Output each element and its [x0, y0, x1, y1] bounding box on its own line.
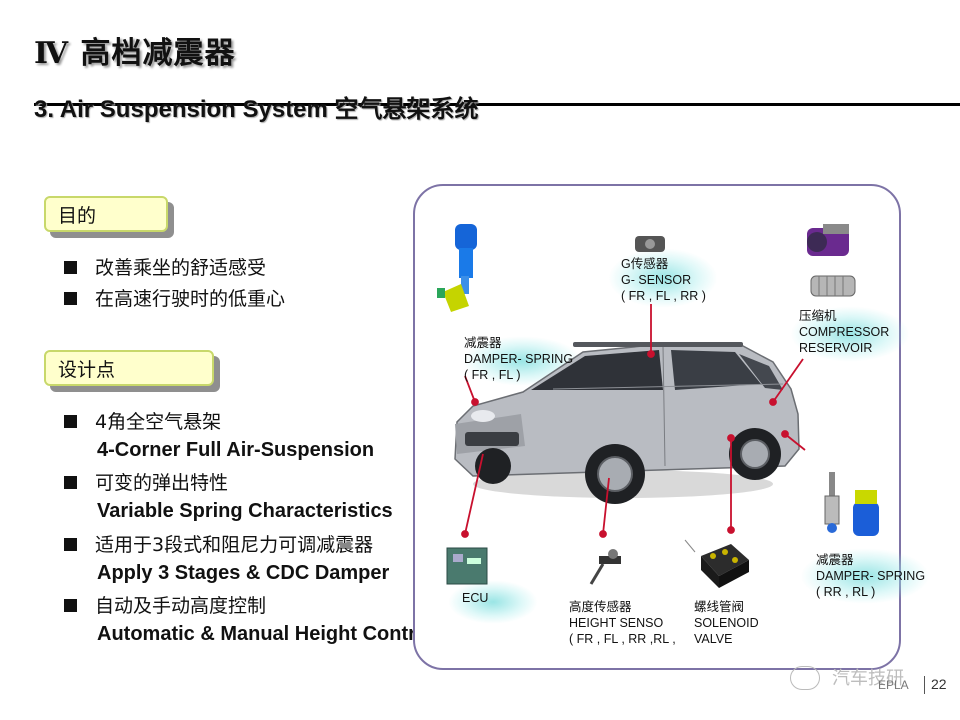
design-item-en: 4-Corner Full Air-Suspension	[97, 439, 375, 461]
design-tag: 设计点	[44, 350, 214, 386]
ecu-label: ECU	[462, 591, 489, 605]
bullet-square-icon	[64, 292, 77, 305]
purpose-item: 改善乘坐的舒适感受	[64, 255, 266, 281]
wechat-watermark-icon	[790, 666, 820, 690]
design-item: 4角全空气悬架	[64, 409, 221, 435]
label-glow	[448, 580, 538, 624]
compressor-reservoir-image	[807, 224, 856, 297]
compressor-label: 压缩机 COMPRESSOR RESERVOIR	[799, 309, 890, 355]
callout-lines	[461, 304, 806, 538]
front-damper-spring-image	[437, 224, 477, 312]
page-number: 22	[931, 676, 947, 692]
bullet-square-icon	[64, 261, 77, 274]
bullet-square-icon	[64, 415, 77, 428]
ecu-image	[446, 547, 488, 585]
section-subtitle: 3. Air Suspension System 空气悬架系统	[34, 96, 479, 123]
title-divider	[34, 103, 960, 106]
design-item: 可变的弹出特性	[64, 470, 228, 496]
label-glow	[790, 306, 910, 362]
design-item: 适用于3段式和阻尼力可调减震器	[64, 532, 373, 558]
purpose-item: 在高速行驶时的低重心	[64, 286, 285, 312]
air-suspension-illustration	[437, 224, 879, 588]
lead-line	[684, 539, 696, 553]
bullet-square-icon	[64, 476, 77, 489]
rear-damper-label: 减震器 DAMPER- SPRING ( RR , RL )	[816, 553, 926, 599]
watermark-text: 汽车技研	[832, 668, 904, 688]
label-glow	[608, 248, 718, 308]
footer-divider	[924, 676, 925, 694]
height-sensor-label: 高度传感器 HEIGHT SENSO ( FR , FL , RR ,RL ,	[569, 600, 676, 646]
height-sensor-image	[589, 549, 621, 585]
g-sensor-image	[635, 236, 665, 252]
design-item-en: Automatic & Manual Height Control	[97, 623, 434, 645]
rear-damper-spring-image	[824, 472, 879, 536]
solenoid-valve-image	[701, 544, 749, 588]
bullet-square-icon	[64, 599, 77, 612]
solenoid-valve-label: 螺线管阀 SOLENOID VALVE	[694, 600, 759, 646]
brand-mark: EPLA	[878, 678, 909, 692]
bullet-square-icon	[64, 538, 77, 551]
design-item-en: Variable Spring Characteristics	[97, 500, 393, 522]
purpose-tag: 目的	[44, 196, 168, 232]
design-item: 自动及手动高度控制	[64, 593, 266, 619]
slide-title: Ⅳ 高档减震器	[34, 36, 236, 71]
label-glow	[800, 548, 930, 604]
design-item-en: Apply 3 Stages & CDC Damper	[97, 562, 390, 584]
g-sensor-label: G传感器 G- SENSOR ( FR , FL , RR )	[621, 257, 706, 303]
front-damper-label: 减震器 DAMPER- SPRING ( FR , FL )	[464, 336, 574, 382]
suv-car-image	[454, 342, 800, 504]
